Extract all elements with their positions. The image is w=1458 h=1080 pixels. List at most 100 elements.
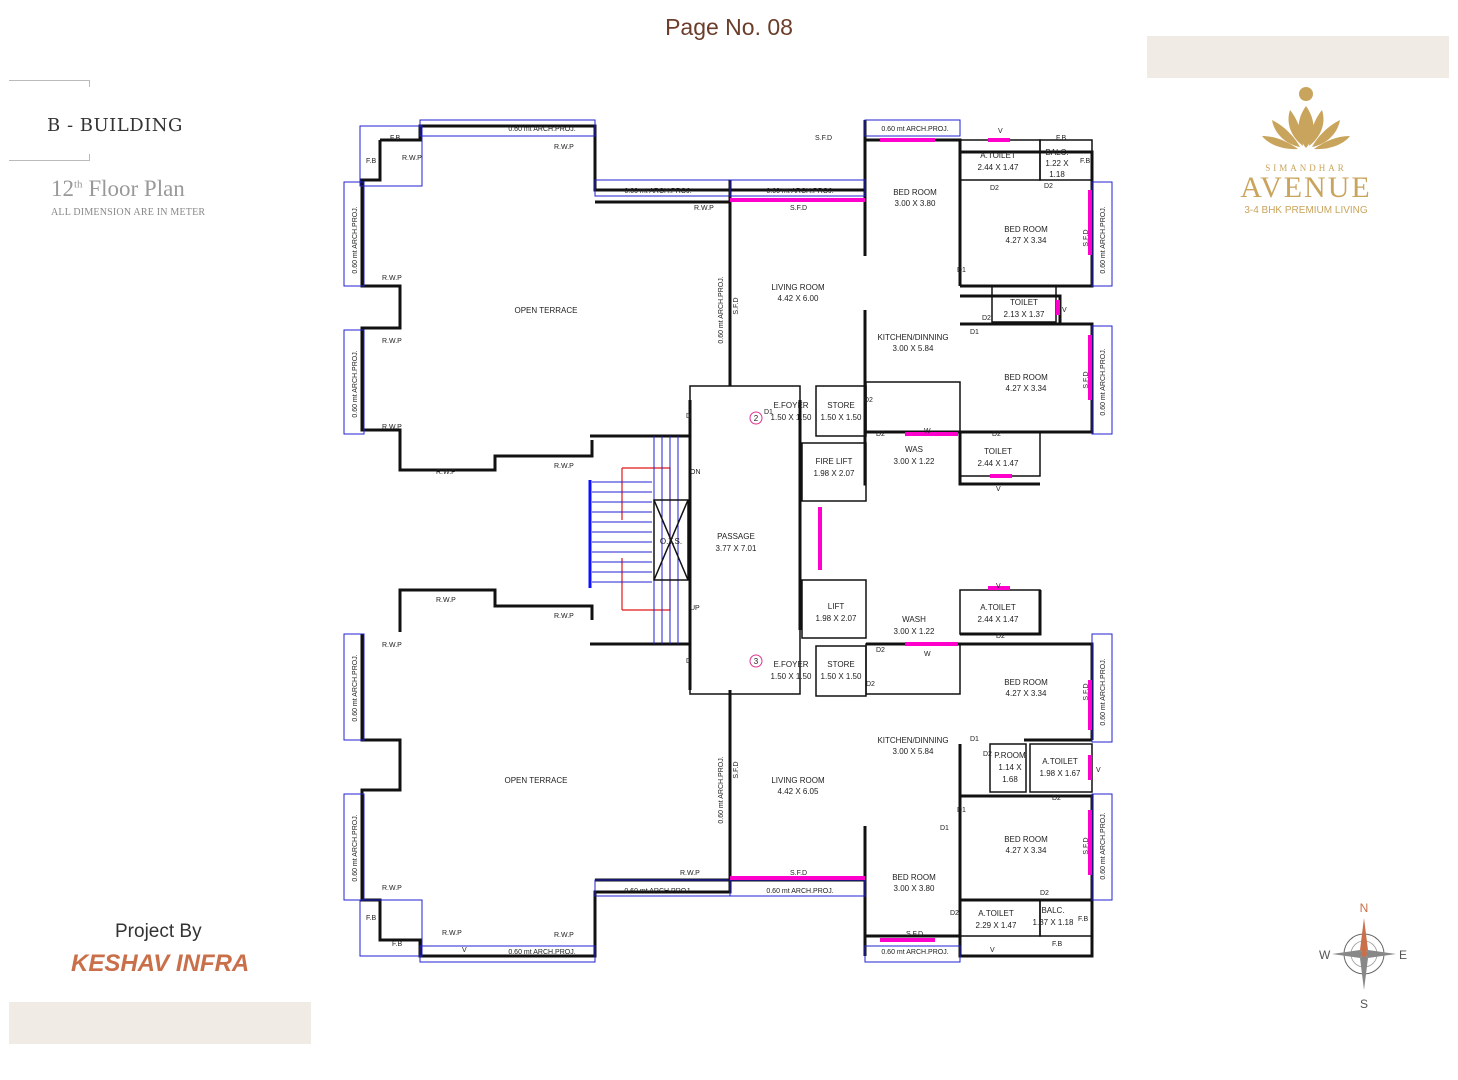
arch-proj-4: 0.60 mt ARCH.PROJ. xyxy=(881,126,948,133)
atoilet-3-dim: 1.98 X 1.67 xyxy=(1040,769,1081,778)
fb-3: F.B xyxy=(366,915,376,922)
proom: P.ROOM xyxy=(994,751,1026,760)
arch-proj-v8: 0.60 mt ARCH.PROJ. xyxy=(1100,348,1107,415)
d1-3: D1 xyxy=(970,736,979,743)
v-3: V xyxy=(996,486,1001,493)
d2-13: D2 xyxy=(950,910,959,917)
sfd-5: S.F.D xyxy=(733,297,740,314)
v-5: V xyxy=(1096,767,1101,774)
fb-7: F.B xyxy=(1078,916,1088,923)
rwp-3: R.W.P xyxy=(382,275,402,282)
d2-11: D2 xyxy=(1052,795,1061,802)
v-1: V xyxy=(998,128,1003,135)
rwp-10: R.W.P xyxy=(554,613,574,620)
compass-west: W xyxy=(1319,948,1331,962)
d1-6: D1 xyxy=(764,409,773,416)
living-bottom: LIVING ROOM xyxy=(771,776,825,785)
bedroom-6: BED ROOM xyxy=(892,873,936,882)
toilet-2: TOILET xyxy=(984,447,1012,456)
d2-12: D2 xyxy=(1040,890,1049,897)
d1-2: D1 xyxy=(970,329,979,336)
sfd-1: S.F.D xyxy=(815,135,832,142)
arch-proj-5: 0.60 mt ARCH.PROJ. xyxy=(624,888,691,895)
bedroom-5-dim: 4.27 X 3.34 xyxy=(1006,846,1047,855)
flat-3: 3 xyxy=(754,657,759,666)
door-d-1: D xyxy=(686,413,691,420)
kitchen-bottom-dim: 3.00 X 5.84 xyxy=(893,747,934,756)
open-terrace-bottom: OPEN TERRACE xyxy=(505,776,568,785)
sfd-7: S.F.D xyxy=(1083,229,1090,246)
bedroom-1-dim: 3.00 X 3.80 xyxy=(895,199,936,208)
compass-rose: N S W E xyxy=(1312,898,1422,1015)
was-dim: 3.00 X 1.22 xyxy=(894,457,935,466)
wash-dim: 3.00 X 1.22 xyxy=(894,627,935,636)
divider-bottom xyxy=(9,154,90,161)
fb-4: F.B xyxy=(392,941,402,948)
fire-lift-dim: 1.98 X 2.07 xyxy=(814,469,855,478)
atoilet-2-dim: 2.44 X 1.47 xyxy=(978,615,1019,624)
efoyer-2: E.FOYER xyxy=(773,660,808,669)
arch-proj-6: 0.60 mt ARCH.PROJ. xyxy=(766,888,833,895)
bedroom-5: BED ROOM xyxy=(1004,835,1048,844)
divider-top xyxy=(9,80,90,87)
floor-title: 12th Floor Plan xyxy=(51,176,185,202)
arch-proj-v10: 0.60 mt ARCH.PROJ. xyxy=(1100,812,1107,879)
fb-2: F.B xyxy=(366,158,376,165)
stair-on: ON xyxy=(690,469,701,476)
d2-2: D2 xyxy=(1044,183,1053,190)
compass-south: S xyxy=(1360,997,1368,1010)
atoilet-1: A.TOILET xyxy=(980,151,1016,160)
bedroom-3-dim: 4.27 X 3.34 xyxy=(1006,384,1047,393)
rwp-7: R.W.P xyxy=(554,463,574,470)
sfd-2: S.F.D xyxy=(790,205,807,212)
wash: WASH xyxy=(902,615,926,624)
kitchen-top-dim: 3.00 X 5.84 xyxy=(893,344,934,353)
bedroom-4-dim: 4.27 X 3.34 xyxy=(1006,689,1047,698)
header-band xyxy=(1147,36,1449,78)
sfd-3: S.F.D xyxy=(790,870,807,877)
fb-8: F.B xyxy=(1052,941,1062,948)
balc-2-dim: 1.37 X 1.18 xyxy=(1033,918,1074,927)
passage-dim: 3.77 X 7.01 xyxy=(716,544,757,553)
sfd-6: S.F.D xyxy=(733,761,740,778)
balc-1-dim-b: 1.18 xyxy=(1049,170,1065,179)
arch-proj-1: 0.60 mt ARCH.PROJ. xyxy=(508,126,575,133)
living-bottom-dim: 4.42 X 6.05 xyxy=(778,787,819,796)
ots: O.T.S. xyxy=(660,537,682,546)
balc-1-dim-a: 1.22 X xyxy=(1045,159,1069,168)
toilet-1-dim: 2.13 X 1.37 xyxy=(1004,310,1045,319)
rwp-6: R.W.P xyxy=(436,469,456,476)
brand-tagline: 3-4 BHK PREMIUM LIVING xyxy=(1244,205,1368,216)
rwp-11: R.W.P xyxy=(382,642,402,649)
core xyxy=(588,385,867,697)
fb-6: F.B xyxy=(1080,158,1090,165)
floor-plan: OPEN TERRACE OPEN TERRACE 0.60 mt ARCH.P… xyxy=(343,119,1113,963)
v-7: V xyxy=(462,947,467,954)
toilet-2-dim: 2.44 X 1.47 xyxy=(978,459,1019,468)
arch-proj-8: 0.60 mt ARCH.PROJ. xyxy=(881,949,948,956)
toilet-1: TOILET xyxy=(1010,298,1038,307)
w-2: W xyxy=(924,651,931,658)
living-top: LIVING ROOM xyxy=(771,283,825,292)
v-6: V xyxy=(990,947,995,954)
was: WAS xyxy=(905,445,923,454)
d2-4: D2 xyxy=(864,397,873,404)
flat-marker-2 xyxy=(749,411,763,425)
dimension-note: ALL DIMENSION ARE IN METER xyxy=(51,207,206,218)
atoilet-3: A.TOILET xyxy=(1042,757,1078,766)
arch-proj-2: 0.60 mt ARCH.PROJ. xyxy=(624,188,691,195)
arch-proj-v2: 0.60 mt ARCH.PROJ. xyxy=(352,350,359,417)
sfd-8: S.F.D xyxy=(1083,371,1090,388)
rwp-12: R.W.P xyxy=(382,885,402,892)
arch-proj-7: 0.60 mt ARCH.PROJ. xyxy=(508,949,575,956)
balc-1: BALC. xyxy=(1045,148,1068,157)
project-by-label: Project By xyxy=(115,921,202,942)
store-1: STORE xyxy=(827,401,854,410)
d2-5: D2 xyxy=(876,431,885,438)
arch-proj-v4: 0.60 mt ARCH.PROJ. xyxy=(352,814,359,881)
bedroom-3: BED ROOM xyxy=(1004,373,1048,382)
atoilet-1-dim: 2.44 X 1.47 xyxy=(978,163,1019,172)
rwp-13: R.W.P xyxy=(442,930,462,937)
bedroom-6-dim: 3.00 X 3.80 xyxy=(894,884,935,893)
efoyer-1: E.FOYER xyxy=(773,401,808,410)
